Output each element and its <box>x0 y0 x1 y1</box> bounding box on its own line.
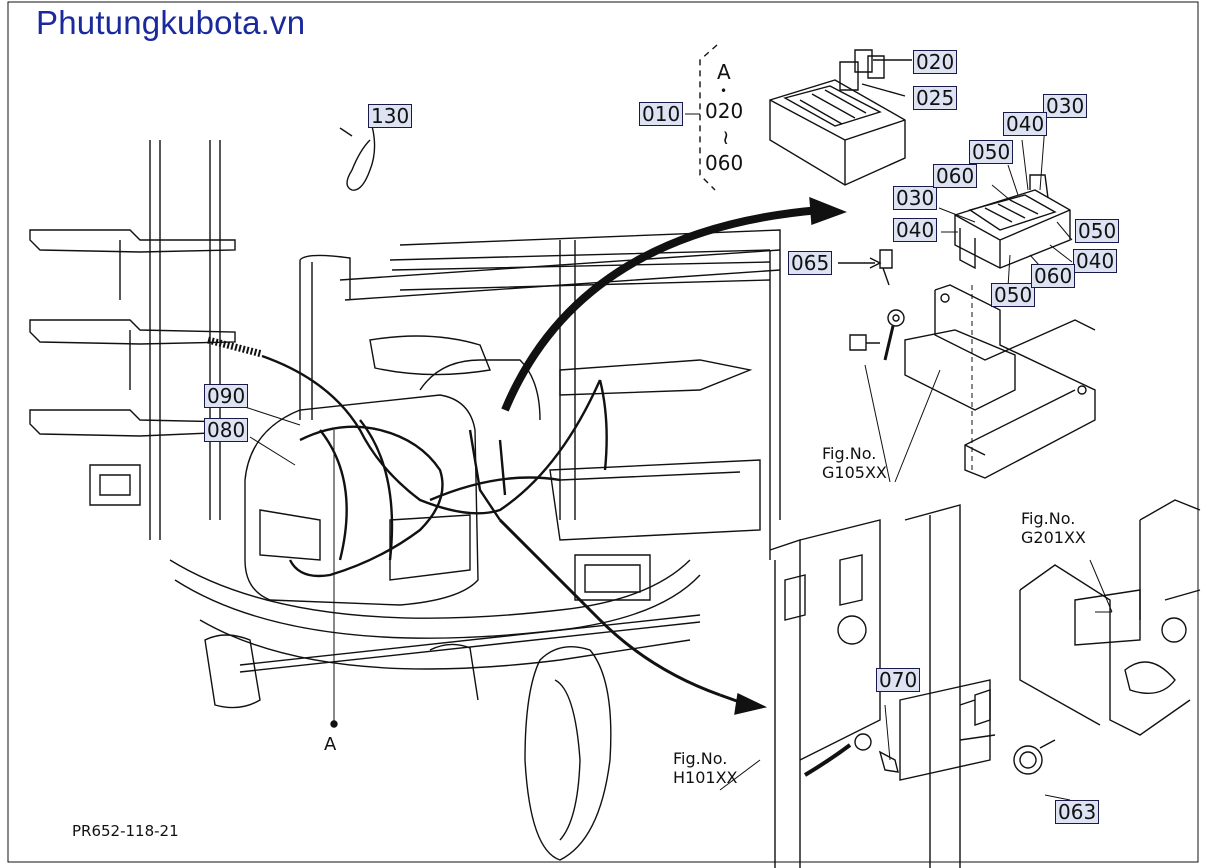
callout-090[interactable]: 090 <box>204 384 249 408</box>
drawing-code: PR652-118-21 <box>72 822 179 840</box>
point-marker-label: A <box>324 734 337 755</box>
callout-020[interactable]: 020 <box>913 50 958 74</box>
fig-ref-line1: Fig.No. <box>822 444 877 463</box>
fig-ref-h101xx[interactable]: Fig.No. H101XX <box>673 749 738 787</box>
bracket-g201xx <box>1019 499 1201 736</box>
bolt-and-terminal <box>838 249 905 361</box>
callout-070[interactable]: 070 <box>876 668 921 692</box>
arrow-to-fusebox <box>501 196 847 412</box>
range-note-tilde: ≀ <box>722 125 730 149</box>
ground-detail-panel <box>769 504 1056 868</box>
fuses-020-025 <box>839 49 912 97</box>
callout-065[interactable]: 065 <box>788 251 833 275</box>
range-note-top: A <box>717 60 731 84</box>
callout-050[interactable]: 050 <box>991 283 1036 307</box>
callout-040[interactable]: 040 <box>1073 249 1118 273</box>
arrow-to-ground <box>719 692 768 715</box>
callout-060[interactable]: 060 <box>1031 264 1076 288</box>
callout-025[interactable]: 025 <box>913 86 958 110</box>
machine-frame <box>149 140 781 560</box>
callout-130[interactable]: 130 <box>368 104 413 128</box>
fig-ref-line2: H101XX <box>673 768 738 787</box>
callout-030[interactable]: 030 <box>1043 94 1088 118</box>
spring-090 <box>207 336 263 358</box>
drawing-border <box>7 1 1199 863</box>
callout-050[interactable]: 050 <box>969 140 1014 164</box>
callout-040[interactable]: 040 <box>893 218 938 242</box>
wire-harness <box>261 354 721 697</box>
callout-060[interactable]: 060 <box>933 164 978 188</box>
cable-tie-130 <box>339 125 376 191</box>
bracket-g105xx <box>904 284 1096 479</box>
machine-body <box>89 335 761 670</box>
fusebox-assembly <box>954 174 1071 270</box>
point-a-marker <box>330 720 338 728</box>
fig-ref-line1: Fig.No. <box>673 749 728 768</box>
range-note-to: 060 <box>705 151 744 175</box>
callout-063[interactable]: 063 <box>1055 800 1100 824</box>
fig-ref-line2: G201XX <box>1021 528 1086 547</box>
leader-lines <box>244 113 1113 801</box>
fuse-cover-010 <box>769 79 906 186</box>
fig-ref-line2: G105XX <box>822 463 887 482</box>
callout-050[interactable]: 050 <box>1075 219 1120 243</box>
callout-010[interactable]: 010 <box>639 102 684 126</box>
range-bracket <box>699 44 718 191</box>
fig-ref-g201xx[interactable]: Fig.No. G201XX <box>1021 509 1086 547</box>
watermark-brand: Phutungkubota.vn <box>36 4 306 41</box>
wheels <box>204 614 701 861</box>
range-note-from: 020 <box>705 99 744 123</box>
callout-030[interactable]: 030 <box>893 186 938 210</box>
fig-ref-line1: Fig.No. <box>1021 509 1076 528</box>
callout-080[interactable]: 080 <box>204 418 249 442</box>
range-note-dot: • <box>720 84 728 98</box>
callout-040[interactable]: 040 <box>1003 112 1048 136</box>
fig-ref-g105xx[interactable]: Fig.No. G105XX <box>822 444 887 482</box>
